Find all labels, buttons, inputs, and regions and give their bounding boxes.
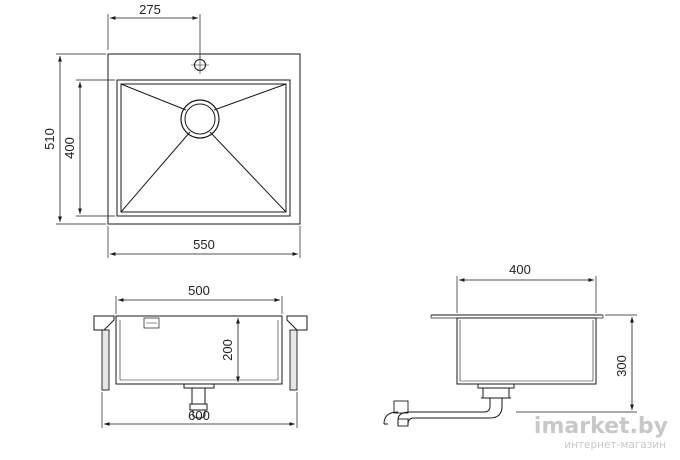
front-bowl-outer bbox=[115, 315, 283, 385]
dim-label-400-vertical: 400 bbox=[62, 137, 77, 159]
top-view bbox=[56, 14, 301, 258]
side-view bbox=[383, 276, 637, 427]
front-view bbox=[93, 296, 308, 428]
front-drain-fitting bbox=[189, 403, 208, 411]
top-bowl-inner bbox=[120, 83, 287, 213]
countertop-left bbox=[93, 315, 115, 331]
cabinet-wall-right bbox=[289, 329, 298, 391]
side-bowl-outer bbox=[456, 317, 597, 385]
dim-label-500: 500 bbox=[188, 283, 210, 298]
countertop-right bbox=[286, 315, 308, 331]
siphon-fitting bbox=[393, 400, 409, 414]
slope-line bbox=[209, 131, 287, 213]
dim-label-300: 300 bbox=[614, 355, 629, 377]
side-drain-flange bbox=[477, 383, 515, 389]
watermark-brand: imarket.by bbox=[534, 414, 668, 439]
slope-line bbox=[120, 83, 187, 111]
front-drain-flange bbox=[183, 383, 215, 389]
slope-line bbox=[120, 131, 191, 213]
watermark-tagline: интернет-магазин bbox=[564, 439, 666, 451]
dim-label-275: 275 bbox=[139, 2, 161, 17]
drain-inner bbox=[184, 103, 216, 135]
cabinet-wall-left bbox=[101, 329, 110, 391]
clip-plate bbox=[143, 317, 160, 329]
siphon-pipe bbox=[397, 405, 491, 426]
drain-outer bbox=[180, 99, 220, 139]
slope-line bbox=[213, 83, 287, 111]
dim-label-550: 550 bbox=[193, 237, 215, 252]
dim-label-510: 510 bbox=[42, 128, 57, 150]
dim-label-600: 600 bbox=[188, 408, 210, 423]
dim-label-400-horizontal: 400 bbox=[509, 262, 531, 277]
top-bowl-outer bbox=[116, 79, 291, 217]
top-outer-rim bbox=[107, 53, 301, 225]
watermark: imarket.by интернет-магазин bbox=[534, 414, 668, 451]
siphon-elbow bbox=[383, 411, 399, 425]
dim-label-200: 200 bbox=[220, 339, 235, 361]
